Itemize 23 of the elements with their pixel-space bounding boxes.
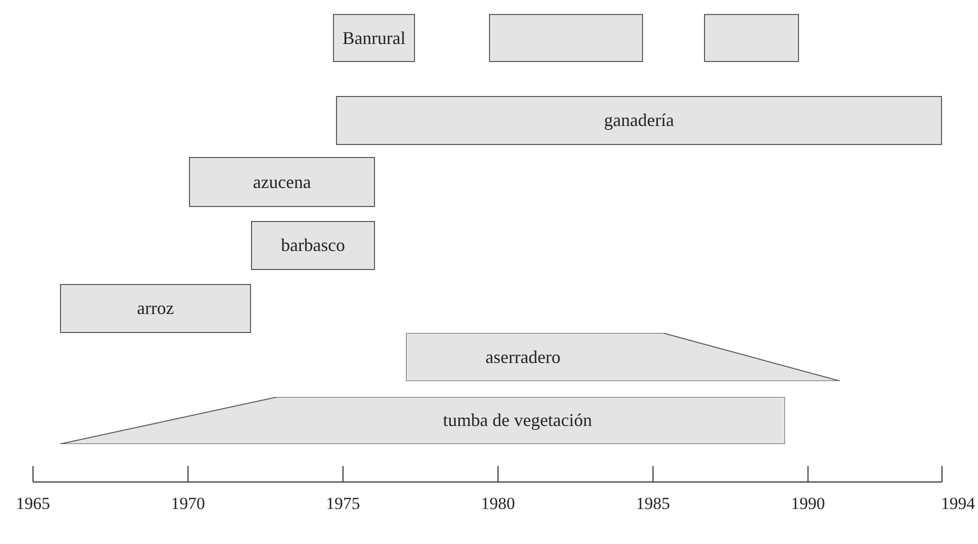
timeline-bar [251, 221, 375, 270]
tapered-timeline-bar [406, 333, 840, 381]
year-label: 1990 [791, 494, 825, 514]
bar-label: Banrural [342, 28, 406, 48]
timeline-bar [60, 284, 251, 333]
tapered-timeline-bar [60, 397, 785, 444]
year-label: 1980 [481, 494, 515, 514]
year-label: 1975 [326, 494, 360, 514]
bar-label: arroz [137, 298, 174, 319]
bar-label: aserradero [486, 346, 560, 368]
year-label: 1994 [941, 494, 975, 514]
year-label: 1970 [171, 494, 205, 514]
timeline-bar [489, 14, 643, 62]
bar-label: tumba de vegetación [443, 410, 592, 431]
bar-label: ganadería [604, 110, 674, 131]
timeline-bar [704, 14, 799, 62]
year-label: 1965 [16, 494, 50, 514]
bar-label: barbasco [281, 235, 345, 256]
year-label: 1985 [636, 494, 670, 514]
bar-label: azucena [253, 172, 311, 192]
timeline-bar [336, 96, 942, 145]
timeline-bar [189, 157, 375, 207]
timeline-bar [333, 14, 415, 62]
